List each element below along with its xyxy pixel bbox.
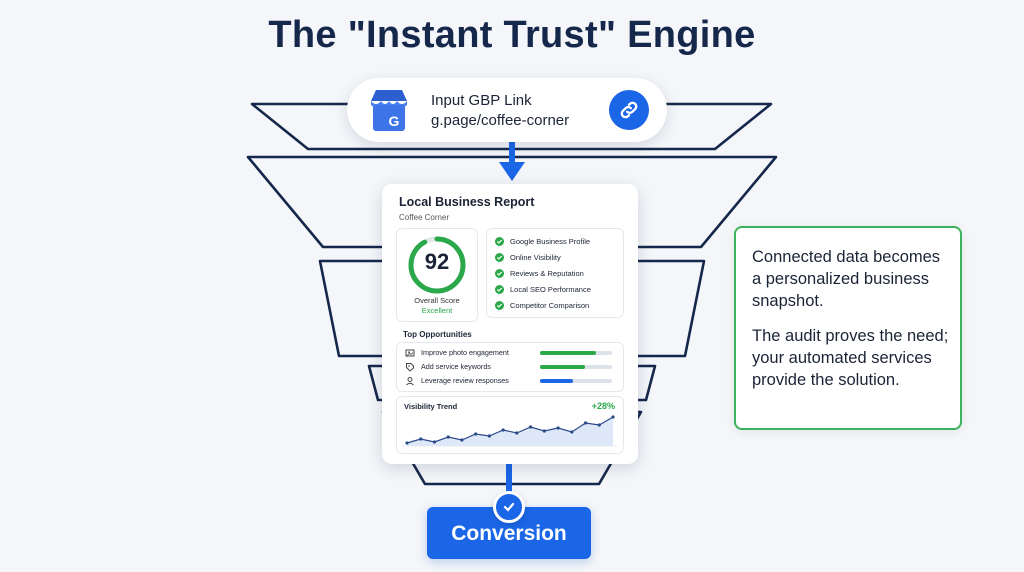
check-icon (495, 236, 504, 246)
report-title: Local Business Report (399, 195, 535, 209)
opportunity-progress-fill (540, 365, 585, 369)
local-business-report: Local Business Report Coffee Corner 92 O… (382, 184, 638, 464)
checklist-item: Online Visibility (495, 250, 561, 264)
trend-point (515, 431, 519, 435)
overall-score-grade: Excellent (421, 306, 453, 315)
visibility-trend-card: Visibility Trend +28% (396, 396, 624, 454)
checklist-item-label: Reviews & Reputation (510, 268, 584, 278)
trend-point (405, 441, 409, 445)
opportunities-list: Improve photo engagement Add service key… (396, 342, 624, 392)
gbp-link-value[interactable]: g.page/coffee-corner (431, 112, 570, 129)
tag-icon (406, 363, 414, 372)
checklist-item-label: Online Visibility (510, 252, 561, 262)
check-icon (495, 268, 504, 278)
callout-paragraph-1: Connected data becomes a personalized bu… (752, 248, 941, 310)
overall-score-card: 92 Overall Score Excellent (396, 228, 478, 322)
trend-point (583, 421, 588, 425)
check-icon (495, 284, 504, 294)
user-icon (406, 377, 414, 386)
checklist-item: Local SEO Performance (495, 282, 591, 296)
opportunity-progress (540, 379, 612, 383)
overall-score-value: 92 (424, 249, 450, 274)
check-icon (495, 252, 504, 262)
link-icon (620, 101, 638, 119)
trend-point (501, 428, 505, 432)
trend-point (419, 437, 423, 441)
score-gauge (408, 236, 466, 294)
check-icon (495, 300, 504, 310)
checklist-item-label: Competitor Comparison (510, 300, 590, 310)
checklist-item-label: Local SEO Performance (510, 284, 591, 294)
trend-delta: +28% (591, 401, 615, 411)
trend-title: Visibility Trend (404, 402, 458, 411)
gbp-link-input[interactable]: G Input GBP Link g.page/coffee-corner (347, 78, 667, 142)
callout-paragraph-2: The audit proves the need; your automate… (752, 327, 949, 389)
audit-checklist: Google Business Profile Online Visibilit… (486, 228, 624, 318)
opportunity-label: Improve photo engagement (421, 348, 509, 357)
opportunity-row: Add service keywords (405, 361, 617, 373)
trend-point (556, 426, 560, 430)
trend-point (611, 415, 615, 419)
opportunity-label: Leverage review responses (421, 376, 509, 385)
google-business-profile-icon: G (371, 90, 407, 131)
opportunity-label: Add service keywords (421, 362, 491, 371)
funnel-tier-2 (246, 155, 778, 249)
trend-point (570, 430, 574, 434)
trend-point (474, 432, 478, 436)
visibility-trend-chart (403, 415, 617, 447)
image-icon (405, 349, 415, 357)
checklist-item: Competitor Comparison (495, 298, 589, 312)
opportunities-title: Top Opportunities (403, 330, 472, 339)
report-business-name: Coffee Corner (399, 213, 450, 222)
link-button[interactable] (609, 90, 649, 130)
trend-point (432, 440, 437, 444)
overall-score-label: Overall Score (414, 296, 460, 305)
opportunity-progress-fill (540, 379, 574, 383)
trend-point (597, 423, 601, 427)
checklist-item: Google Business Profile (495, 234, 590, 248)
trend-point (460, 438, 464, 442)
opportunity-progress-fill (540, 351, 597, 355)
page-title: The "Instant Trust" Engine (268, 14, 756, 56)
trend-point (529, 425, 533, 429)
opportunity-row: Leverage review responses (405, 375, 617, 387)
trend-point (446, 435, 450, 439)
trend-line (406, 416, 614, 444)
check-circle-icon (493, 491, 525, 523)
opportunity-row: Improve photo engagement (405, 347, 617, 359)
opportunity-progress (540, 365, 612, 369)
trend-point (487, 434, 491, 438)
opportunity-progress (540, 351, 612, 355)
explanation-callout: Connected data becomes a personalized bu… (734, 226, 962, 430)
trend-point (542, 429, 546, 433)
input-label: Input GBP Link (431, 92, 532, 109)
checklist-item: Reviews & Reputation (495, 266, 584, 280)
flow-arrow-head (499, 162, 525, 181)
checklist-item-label: Google Business Profile (510, 236, 591, 246)
svg-text:G: G (389, 113, 400, 129)
